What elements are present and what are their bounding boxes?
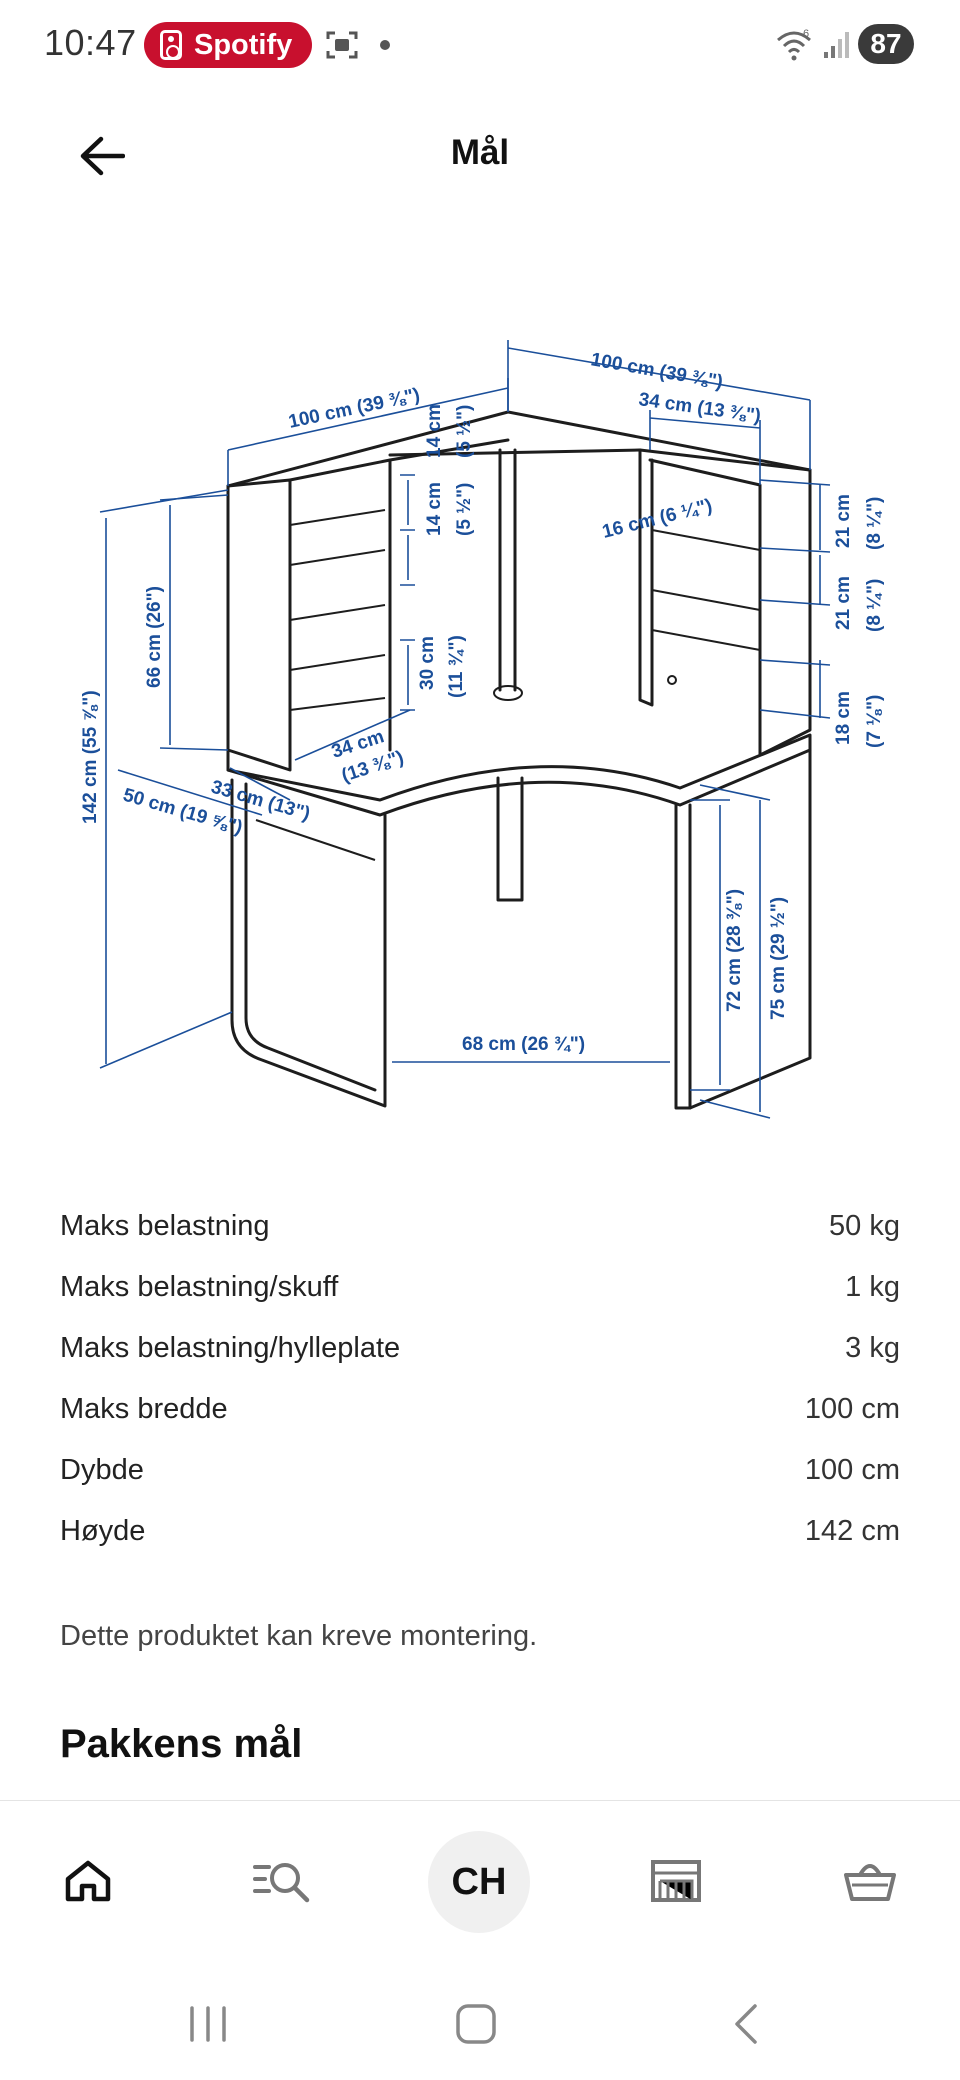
system-navigation-bar [0, 1962, 960, 2080]
spec-label: Maks belastning/hylleplate [60, 1332, 401, 1364]
dim-hutch-height: 66 cm (26") [144, 586, 165, 688]
arrow-left-icon [80, 136, 125, 176]
spec-row: Maks belastning/hylleplate 3 kg [60, 1318, 900, 1379]
package-dimensions-heading[interactable]: Pakkens mål [60, 1722, 303, 1766]
spec-value: 1 kg [845, 1271, 900, 1303]
spec-label: Maks belastning/skuff [60, 1271, 339, 1303]
search-list-icon [253, 1863, 310, 1903]
dimension-lines [99, 340, 831, 1119]
dim-left-shelf-14b: 14 cm [424, 404, 445, 458]
dim-shelf-18-in: (7 ⅛") [864, 695, 885, 748]
dim-knee-width: 68 cm (26 ¾") [462, 1034, 585, 1055]
spec-value: 100 cm [804, 1454, 900, 1486]
spec-label: Dybde [60, 1454, 144, 1486]
dim-height-72: 72 cm (28 ⅜") [724, 889, 745, 1012]
nav-home[interactable] [38, 1831, 138, 1931]
bottom-navigation: CH [0, 1800, 960, 1962]
system-back-button[interactable] [716, 1994, 776, 2054]
store-icon [651, 1860, 701, 1902]
spec-row: Maks bredde 100 cm [60, 1379, 900, 1440]
dim-left-shelf-14b-in: (5 ½") [454, 405, 475, 458]
spec-label: Høyde [60, 1515, 146, 1547]
dim-shelf-21-a: 21 cm [833, 494, 854, 548]
spec-row: Høyde 142 cm [60, 1501, 900, 1562]
spec-value: 142 cm [804, 1515, 900, 1547]
home-square-icon [456, 2004, 496, 2044]
home-icon [65, 1860, 111, 1902]
signal-icon [824, 32, 849, 58]
recents-button[interactable] [178, 1994, 238, 2054]
nav-search[interactable] [232, 1831, 332, 1931]
spec-label: Maks belastning [60, 1210, 270, 1242]
wifi-badge: 6 [803, 28, 809, 40]
nav-store[interactable] [626, 1831, 726, 1931]
speaker-icon [160, 30, 182, 60]
spec-row: Dybde 100 cm [60, 1440, 900, 1501]
status-bar: 10:47 Spotify 6 87 [0, 0, 960, 92]
back-button[interactable] [70, 128, 134, 184]
dim-shelf-18: 18 cm [833, 691, 854, 745]
spec-value: 3 kg [845, 1332, 900, 1364]
dim-total-height: 142 cm (55 ⅞") [80, 690, 101, 824]
dim-top-right-width: 100 cm (39 ⅜") [589, 349, 724, 393]
dim-shelf-21-b-in: (8 ¼") [864, 579, 885, 632]
dimension-diagram: 100 cm (39 ⅜") 100 cm (39 ⅜") 34 cm (13 … [80, 340, 885, 1119]
dim-left-shelf-14-in: (5 ½") [454, 483, 475, 536]
battery-indicator: 87 [858, 24, 914, 64]
dim-left-30-in: (11 ¾") [446, 635, 467, 698]
spec-row: Maks belastning 50 kg [60, 1196, 900, 1257]
desk-drawing [226, 410, 812, 1110]
chevron-left-icon [735, 2004, 757, 2044]
dim-height-75: 75 cm (29 ½") [768, 897, 789, 1020]
spec-label: Maks bredde [60, 1393, 228, 1425]
dim-left-30: 30 cm [417, 636, 438, 690]
page-title: Mål [450, 133, 510, 172]
recents-icon [190, 2006, 226, 2042]
nav-basket[interactable] [820, 1831, 920, 1931]
dim-shelf-21-b: 21 cm [833, 576, 854, 630]
wifi-icon: 6 [777, 28, 811, 61]
notification-dot [380, 40, 390, 50]
dim-shelf-21-a-in: (8 ¼") [864, 497, 885, 550]
spec-row: Maks belastning/skuff 1 kg [60, 1257, 900, 1318]
dim-right-shelf-depth: 16 cm (6 ¼") [600, 495, 714, 543]
system-home-button[interactable] [446, 1994, 506, 2054]
basket-icon [844, 1864, 896, 1901]
assembly-note: Dette produktet kan kreve montering. [60, 1620, 538, 1652]
dim-top-left-width: 100 cm (39 ⅜") [287, 385, 422, 433]
nav-profile-avatar[interactable]: CH [428, 1831, 530, 1933]
dimension-labels: 100 cm (39 ⅜") 100 cm (39 ⅜") 34 cm (13 … [80, 349, 885, 1055]
status-time: 10:47 [44, 22, 137, 63]
dim-right-shelf-width: 34 cm (13 ⅜") [637, 389, 762, 427]
spotify-label: Spotify [194, 28, 293, 61]
spec-list: Maks belastning 50 kg Maks belastning/sk… [60, 1196, 900, 1562]
spec-value: 100 cm [804, 1393, 900, 1425]
spec-value: 50 kg [829, 1210, 900, 1242]
screen-record-icon [326, 31, 358, 59]
dim-left-shelf-14: 14 cm [424, 482, 445, 536]
spotify-notification-pill[interactable]: Spotify [144, 22, 312, 68]
